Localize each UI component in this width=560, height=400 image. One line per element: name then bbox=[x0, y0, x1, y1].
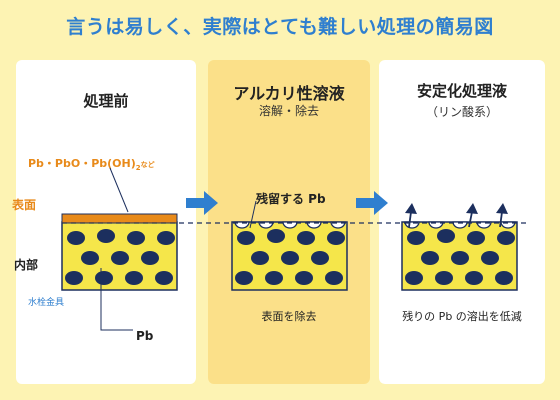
lead-particle bbox=[155, 271, 173, 285]
lead-particles bbox=[234, 221, 346, 285]
right-arrow-icon bbox=[356, 191, 388, 215]
panel-caption: 残りの Pb の溶出を低減 bbox=[402, 310, 522, 323]
lead-particle bbox=[405, 271, 423, 285]
lead-particle bbox=[435, 271, 453, 285]
lead-particle bbox=[451, 251, 469, 265]
lead-particle bbox=[95, 271, 113, 285]
lead-particle bbox=[281, 251, 299, 265]
lead-particles bbox=[65, 229, 175, 285]
lead-particle bbox=[467, 231, 485, 245]
lead-particle bbox=[297, 231, 315, 245]
lead-particle bbox=[325, 271, 343, 285]
up-arrow-icon bbox=[466, 203, 478, 228]
material-label: 水栓金具 bbox=[28, 298, 65, 308]
lead-particle bbox=[97, 229, 115, 243]
lead-particle bbox=[407, 231, 425, 245]
lead-particle bbox=[65, 271, 83, 285]
lead-particle bbox=[81, 251, 99, 265]
lead-particle bbox=[481, 251, 499, 265]
lead-particle bbox=[237, 231, 255, 245]
metal-block-after-stabilizing bbox=[401, 221, 518, 291]
lead-particle bbox=[437, 229, 455, 243]
lead-particles bbox=[404, 221, 516, 285]
lead-particle bbox=[497, 231, 515, 245]
lead-particle bbox=[141, 251, 159, 265]
lead-particle bbox=[327, 231, 345, 245]
residual-pb-label: 残留する Pb bbox=[256, 192, 326, 206]
pb-pointer bbox=[100, 268, 133, 331]
lead-particle bbox=[251, 251, 269, 265]
lead-particle bbox=[235, 271, 253, 285]
lead-particle bbox=[67, 231, 85, 245]
stabilized-pit bbox=[452, 221, 468, 229]
page-title: 言うは易しく、実際はとても難しい処理の簡易図 bbox=[66, 16, 494, 38]
metal-block-before bbox=[61, 213, 178, 291]
lead-particle bbox=[495, 271, 513, 285]
lead-particle bbox=[311, 251, 329, 265]
panel-subtitle: （リン酸系） bbox=[425, 105, 498, 119]
panel-caption: 表面を除去 bbox=[261, 310, 317, 323]
lead-particle bbox=[465, 271, 483, 285]
panel-title: 処理前 bbox=[83, 92, 129, 110]
up-arrow-icon bbox=[496, 203, 508, 228]
right-arrow-icon bbox=[186, 191, 218, 215]
lead-particle bbox=[157, 231, 175, 245]
formula-pointer bbox=[109, 167, 129, 213]
surface-layer bbox=[61, 213, 178, 224]
lead-particle bbox=[125, 271, 143, 285]
lead-particle bbox=[265, 271, 283, 285]
lead-particle bbox=[295, 271, 313, 285]
pb-label: Pb bbox=[136, 329, 154, 343]
lead-particle bbox=[267, 229, 285, 243]
panel-title: 安定化処理液 bbox=[416, 82, 507, 100]
metal-block-after-alkaline bbox=[231, 221, 348, 291]
residual-pb-pit bbox=[282, 221, 298, 229]
residual-pointer bbox=[249, 200, 257, 229]
formula-label: Pb・PbO・Pb(OH)2など bbox=[28, 157, 155, 173]
lead-particle bbox=[127, 231, 145, 245]
surface-label: 表面 bbox=[12, 198, 37, 212]
lead-particle bbox=[421, 251, 439, 265]
lead-particle bbox=[111, 251, 129, 265]
inner-label: 内部 bbox=[14, 258, 39, 272]
panel-title: アルカリ性溶液 bbox=[233, 84, 345, 103]
up-arrow-icon bbox=[405, 203, 417, 228]
panel-subtitle: 溶解・除去 bbox=[258, 104, 319, 118]
